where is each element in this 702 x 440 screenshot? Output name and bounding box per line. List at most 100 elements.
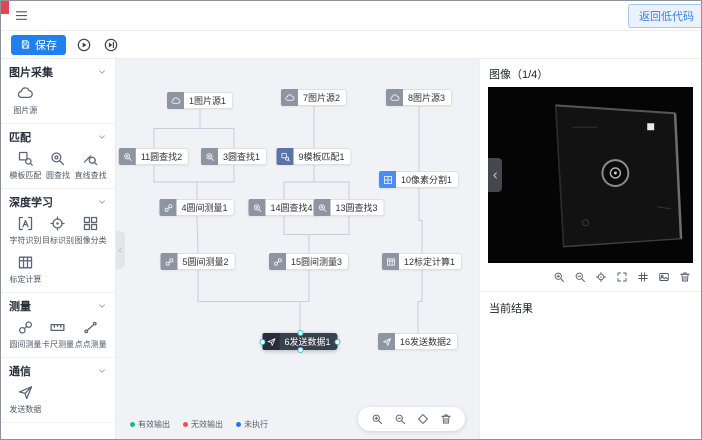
palette-item-label: 发送数据: [9, 405, 42, 414]
window-accent: [1, 1, 9, 14]
image-grid-button[interactable]: [637, 271, 649, 283]
flow-node[interactable]: 12标定计算1: [381, 253, 463, 270]
cloud-image-icon: [385, 89, 403, 106]
node-port[interactable]: [334, 338, 341, 345]
flow-node[interactable]: 10像素分割1: [378, 171, 460, 188]
flow-node[interactable]: 13圆查找3: [313, 199, 385, 216]
node-port[interactable]: [296, 330, 303, 336]
flow-node[interactable]: 1图片源1: [166, 92, 234, 109]
pixel-split-icon: [378, 171, 396, 188]
image-viewer[interactable]: [488, 87, 693, 263]
palette-section-title[interactable]: 测量: [9, 293, 107, 319]
node-port[interactable]: [296, 347, 303, 353]
status-legend: 有效输出无效输出未执行: [130, 419, 268, 430]
calibration-icon: [381, 253, 399, 270]
palette-item[interactable]: 图像分类: [74, 215, 107, 246]
step-run-button[interactable]: [102, 36, 120, 54]
flow-node[interactable]: 15圆间测量3: [268, 253, 350, 270]
image-fullscreen-button[interactable]: [616, 271, 628, 283]
palette-item[interactable]: 模板匹配: [9, 150, 42, 181]
canvas-zoom-in-button[interactable]: [371, 413, 383, 425]
flow-canvas[interactable]: 1图片源1 7图片源2 8图片源3 11圆查找2 3圆查找1 9模板匹配1 10像素分割1 4…: [116, 59, 479, 439]
palette-section-title[interactable]: 图片采集: [9, 59, 107, 85]
flow-edge: [417, 270, 423, 333]
cloud-image-icon: [280, 89, 298, 106]
back-to-lowcode-button[interactable]: 返回低代码: [628, 3, 701, 28]
palette-item-label: 图片源: [13, 106, 38, 115]
image-delete-button[interactable]: [679, 271, 691, 283]
flow-edge: [283, 165, 315, 199]
palette-item[interactable]: 标定计算: [9, 254, 42, 285]
palette-item-label: 模板匹配: [9, 171, 42, 180]
palette-item[interactable]: 圆间测量: [9, 319, 42, 350]
node-port[interactable]: [259, 338, 266, 345]
circle-measure-icon: [160, 253, 178, 270]
point-measure-icon: [82, 319, 99, 336]
save-button-label: 保存: [35, 39, 57, 52]
node-label: 7图片源2: [302, 93, 341, 103]
chevron-down-icon: [97, 301, 107, 311]
flow-edge: [196, 165, 235, 199]
image-zoom-out-button[interactable]: [574, 271, 586, 283]
node-label: 14圆查找4: [270, 203, 313, 213]
flow-node[interactable]: 4圆间测量1: [159, 199, 235, 216]
image-locate-button[interactable]: [595, 271, 607, 283]
palette-item[interactable]: 发送数据: [9, 384, 42, 415]
run-button[interactable]: [75, 36, 93, 54]
line-find-icon: [82, 150, 99, 167]
palette-item[interactable]: 点点测量: [74, 319, 107, 350]
palette-item[interactable]: 卡尺测量: [42, 319, 75, 350]
flow-edge: [199, 109, 235, 148]
palette-section-title[interactable]: 匹配: [9, 124, 107, 150]
palette-section: 图片采集图片源: [1, 59, 115, 124]
palette-section-title[interactable]: 通信: [9, 358, 107, 384]
chevron-down-icon: [97, 366, 107, 376]
inspection-image: [488, 87, 693, 263]
flow-node[interactable]: 9模板匹配1: [276, 148, 352, 165]
palette-item[interactable]: 目标识别: [42, 215, 75, 246]
circle-find-icon: [49, 150, 66, 167]
palette-item-label: 目标识别: [41, 236, 74, 245]
flow-node[interactable]: 3圆查找1: [200, 148, 268, 165]
menu-toggle-button[interactable]: [11, 6, 31, 26]
node-label: 10像素分割1: [400, 175, 453, 185]
save-button[interactable]: 保存: [11, 34, 66, 55]
flow-node[interactable]: 7图片源2: [280, 89, 348, 106]
palette-item[interactable]: 字符识别: [9, 215, 42, 246]
canvas-fit-view-button[interactable]: [417, 413, 429, 425]
flow-edge: [308, 216, 350, 253]
palette-item[interactable]: 圆查找: [42, 150, 75, 181]
flow-node[interactable]: 5圆间测量2: [160, 253, 236, 270]
palette-section-label: 通信: [9, 366, 31, 378]
canvas-zoom-out-button[interactable]: [394, 413, 406, 425]
canvas-delete-button[interactable]: [440, 413, 452, 425]
cloud-image-icon: [166, 92, 184, 109]
flow-node[interactable]: 11圆查找2: [118, 148, 190, 165]
flow-edge: [153, 109, 201, 148]
palette-item[interactable]: 直线查找: [74, 150, 107, 181]
node-label: 16发送数据2: [399, 337, 452, 347]
image-zoom-in-button[interactable]: [553, 271, 565, 283]
flow-edge: [299, 270, 310, 333]
circle-find-icon: [118, 148, 136, 165]
flow-node[interactable]: 6发送数据1: [259, 330, 341, 353]
flow-edge: [283, 216, 310, 253]
node-label: 15圆间测量3: [290, 257, 343, 267]
palette-item-label: 标定计算: [9, 275, 42, 284]
palette-item[interactable]: 图片源: [9, 85, 42, 116]
image-picture-button[interactable]: [658, 271, 670, 283]
legend-dot: [183, 422, 188, 427]
flow-node[interactable]: 16发送数据2: [377, 333, 459, 350]
circle-measure-icon: [268, 253, 286, 270]
palette-section-title[interactable]: 深度学习: [9, 189, 107, 215]
sidebar-collapse-handle[interactable]: [116, 231, 125, 269]
previous-image-button[interactable]: [488, 158, 502, 192]
send-icon: [377, 333, 395, 350]
palette-item-label: 图像分类: [74, 236, 107, 245]
flow-node[interactable]: 14圆查找4: [248, 199, 320, 216]
circle-find-icon: [313, 199, 331, 216]
result-empty-area: [480, 324, 701, 439]
node-label: 5圆间测量2: [182, 257, 229, 267]
circle-measure-icon: [159, 199, 177, 216]
flow-node[interactable]: 8图片源3: [385, 89, 453, 106]
